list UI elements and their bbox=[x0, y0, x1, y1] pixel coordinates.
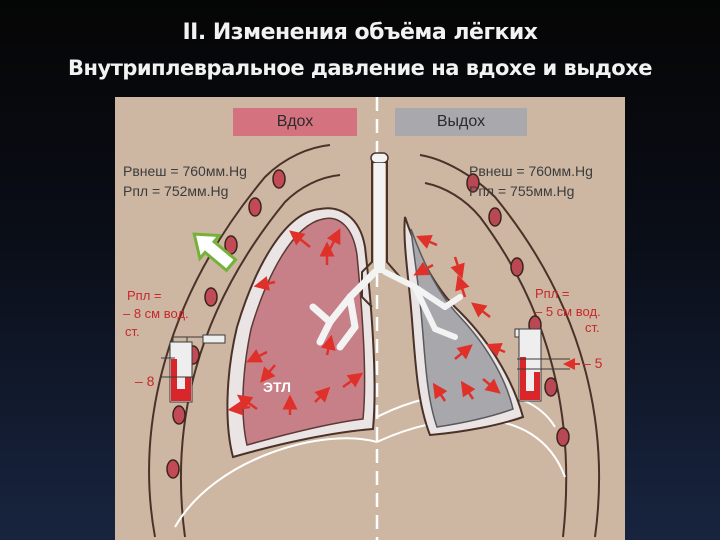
pl-label-exhale-3: ст. bbox=[585, 320, 600, 335]
trachea-lumen bbox=[374, 163, 385, 273]
pl-label-exhale-2: – 5 см вод. bbox=[535, 304, 601, 319]
p-pl-exhale: Pпл = 755мм.Hg bbox=[469, 183, 575, 199]
ribs-right bbox=[466, 173, 570, 447]
pl-label-inhale-2: – 8 см вод. bbox=[123, 306, 189, 321]
trachea-right-wall bbox=[386, 155, 401, 278]
pressure-arrows-left bbox=[227, 228, 364, 416]
p-ext-inhale: Pвнеш = 760мм.Hg bbox=[123, 163, 247, 179]
manometer-value-exhale: – 5 bbox=[583, 355, 603, 371]
expansion-arrow-green bbox=[192, 232, 238, 273]
manometer-right bbox=[514, 328, 580, 402]
pl-label-inhale-3: ст. bbox=[125, 324, 140, 339]
slide-subtitle: Внутриплевральное давление на вдохе и вы… bbox=[68, 56, 652, 80]
p-ext-exhale: Pвнеш = 760мм.Hg bbox=[469, 163, 593, 179]
slide-title: II. Изменения объёма лёгких bbox=[182, 20, 539, 45]
chest-wall-right-inner bbox=[424, 182, 568, 538]
pl-label-inhale-1: Pпл = bbox=[127, 288, 162, 303]
lungs-diagram bbox=[148, 97, 600, 540]
lung-inhale bbox=[242, 217, 366, 446]
pl-label-exhale-1: Pпл = bbox=[535, 286, 570, 301]
chest-wall-right-outer bbox=[419, 154, 600, 538]
diaphragm-left bbox=[174, 437, 378, 528]
p-pl-inhale: Pпл = 752мм.Hg bbox=[123, 183, 229, 199]
bronchi-right bbox=[382, 269, 463, 340]
etl-label: ЭТЛ bbox=[263, 379, 291, 395]
diagram-panel: Вдох Выдох Pвнеш = 760мм.Hg Pпл = 752мм.… bbox=[115, 97, 625, 540]
header-exhale: Выдох bbox=[395, 108, 527, 136]
trachea-top bbox=[370, 152, 389, 164]
pressure-arrows-right bbox=[413, 235, 506, 402]
trachea-left-wall bbox=[361, 155, 373, 308]
chest-wall-left-outer bbox=[148, 144, 331, 538]
chest-wall-left-inner bbox=[180, 174, 341, 538]
manometer-value-inhale: – 8 bbox=[135, 373, 155, 389]
header-inhale: Вдох bbox=[233, 108, 357, 136]
manometer-left bbox=[161, 334, 226, 403]
